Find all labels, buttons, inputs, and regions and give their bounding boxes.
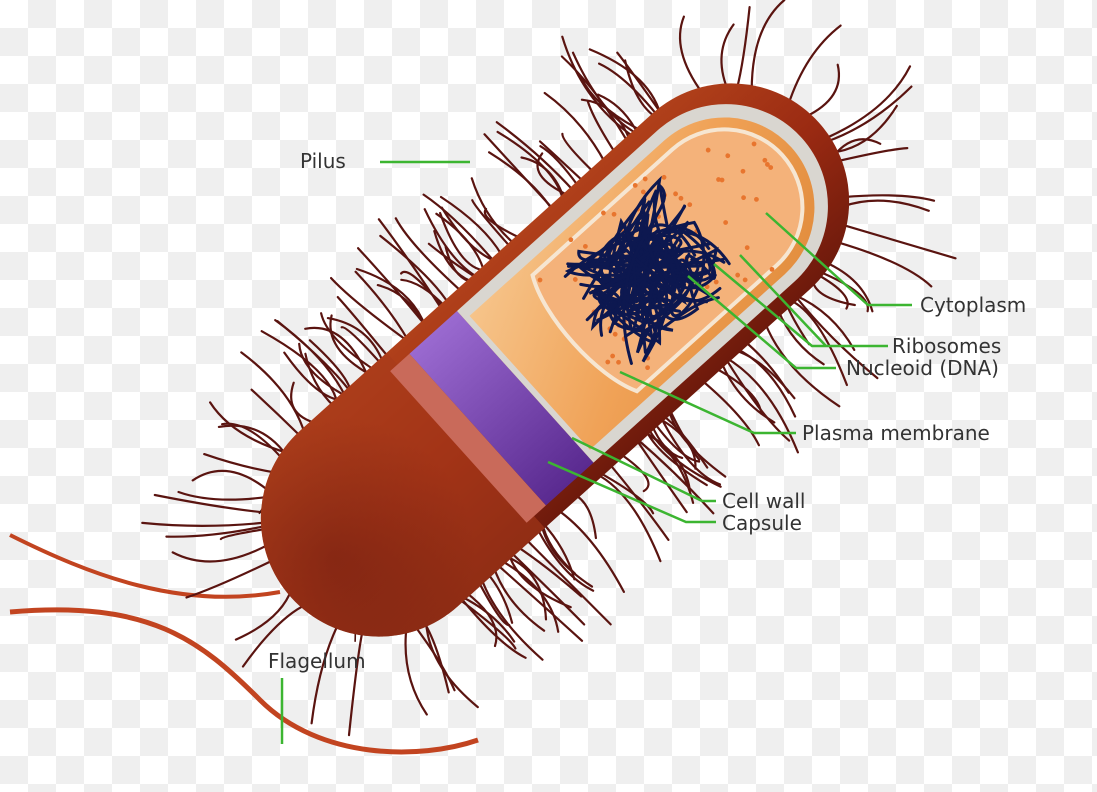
- pilus-strand: [291, 383, 317, 424]
- pilus-strand: [841, 224, 956, 258]
- pilus-strand: [843, 201, 929, 211]
- pilus-strand: [142, 522, 267, 525]
- pilus-strand: [193, 471, 270, 492]
- flagellum-strand-upper: [10, 535, 280, 597]
- pilus-strand: [275, 320, 346, 397]
- pilus-strand: [155, 495, 267, 513]
- pilus-strand: [187, 560, 275, 598]
- pilus-strand: [498, 132, 564, 202]
- pilus-strand: [805, 65, 839, 117]
- label-pilus: Pilus: [300, 149, 346, 173]
- pilus-strand: [497, 122, 575, 192]
- label-flagellum: Flagellum: [268, 649, 366, 673]
- label-cell-wall: Cell wall: [722, 489, 805, 513]
- pilus-strand: [241, 352, 305, 434]
- pilus-strand: [179, 492, 270, 500]
- cell-body: [212, 35, 898, 685]
- pilus-strand: [321, 313, 376, 371]
- pilus-strand: [406, 627, 427, 714]
- pilus-strand: [843, 195, 934, 200]
- pilus-strand: [349, 629, 363, 735]
- label-cytoplasm: Cytoplasm: [920, 293, 1026, 317]
- pilus-strand: [721, 25, 733, 90]
- pilus-strand: [737, 7, 750, 90]
- label-capsule: Capsule: [722, 511, 802, 535]
- pilus-strand: [819, 271, 868, 311]
- pilus-strand: [836, 242, 932, 287]
- label-ribosomes: Ribosomes: [892, 334, 1001, 358]
- pilus-strand: [725, 358, 789, 441]
- pilus-strand: [426, 620, 478, 707]
- pilus-strand: [472, 178, 516, 245]
- pilus-strand: [573, 53, 638, 135]
- pilus-strand: [312, 623, 339, 723]
- label-plasma-membrane: Plasma membrane: [802, 421, 990, 445]
- pilus-strand: [574, 494, 596, 538]
- pilus-strand: [496, 564, 582, 641]
- pilus-strand: [414, 625, 455, 690]
- pilus-strand: [752, 0, 785, 91]
- pilus-strand: [540, 141, 585, 182]
- pilus-strand: [788, 26, 840, 106]
- pilus-strand: [598, 95, 638, 135]
- pilus-strand: [680, 17, 702, 94]
- pilus-strand: [832, 106, 897, 153]
- label-nucleoid: Nucleoid (DNA): [846, 356, 999, 380]
- pilus-strand: [204, 454, 277, 473]
- pilus-strand: [173, 544, 270, 562]
- pilus-strand: [617, 53, 661, 114]
- pilus-strand: [824, 66, 910, 139]
- pilus-strand: [669, 408, 699, 460]
